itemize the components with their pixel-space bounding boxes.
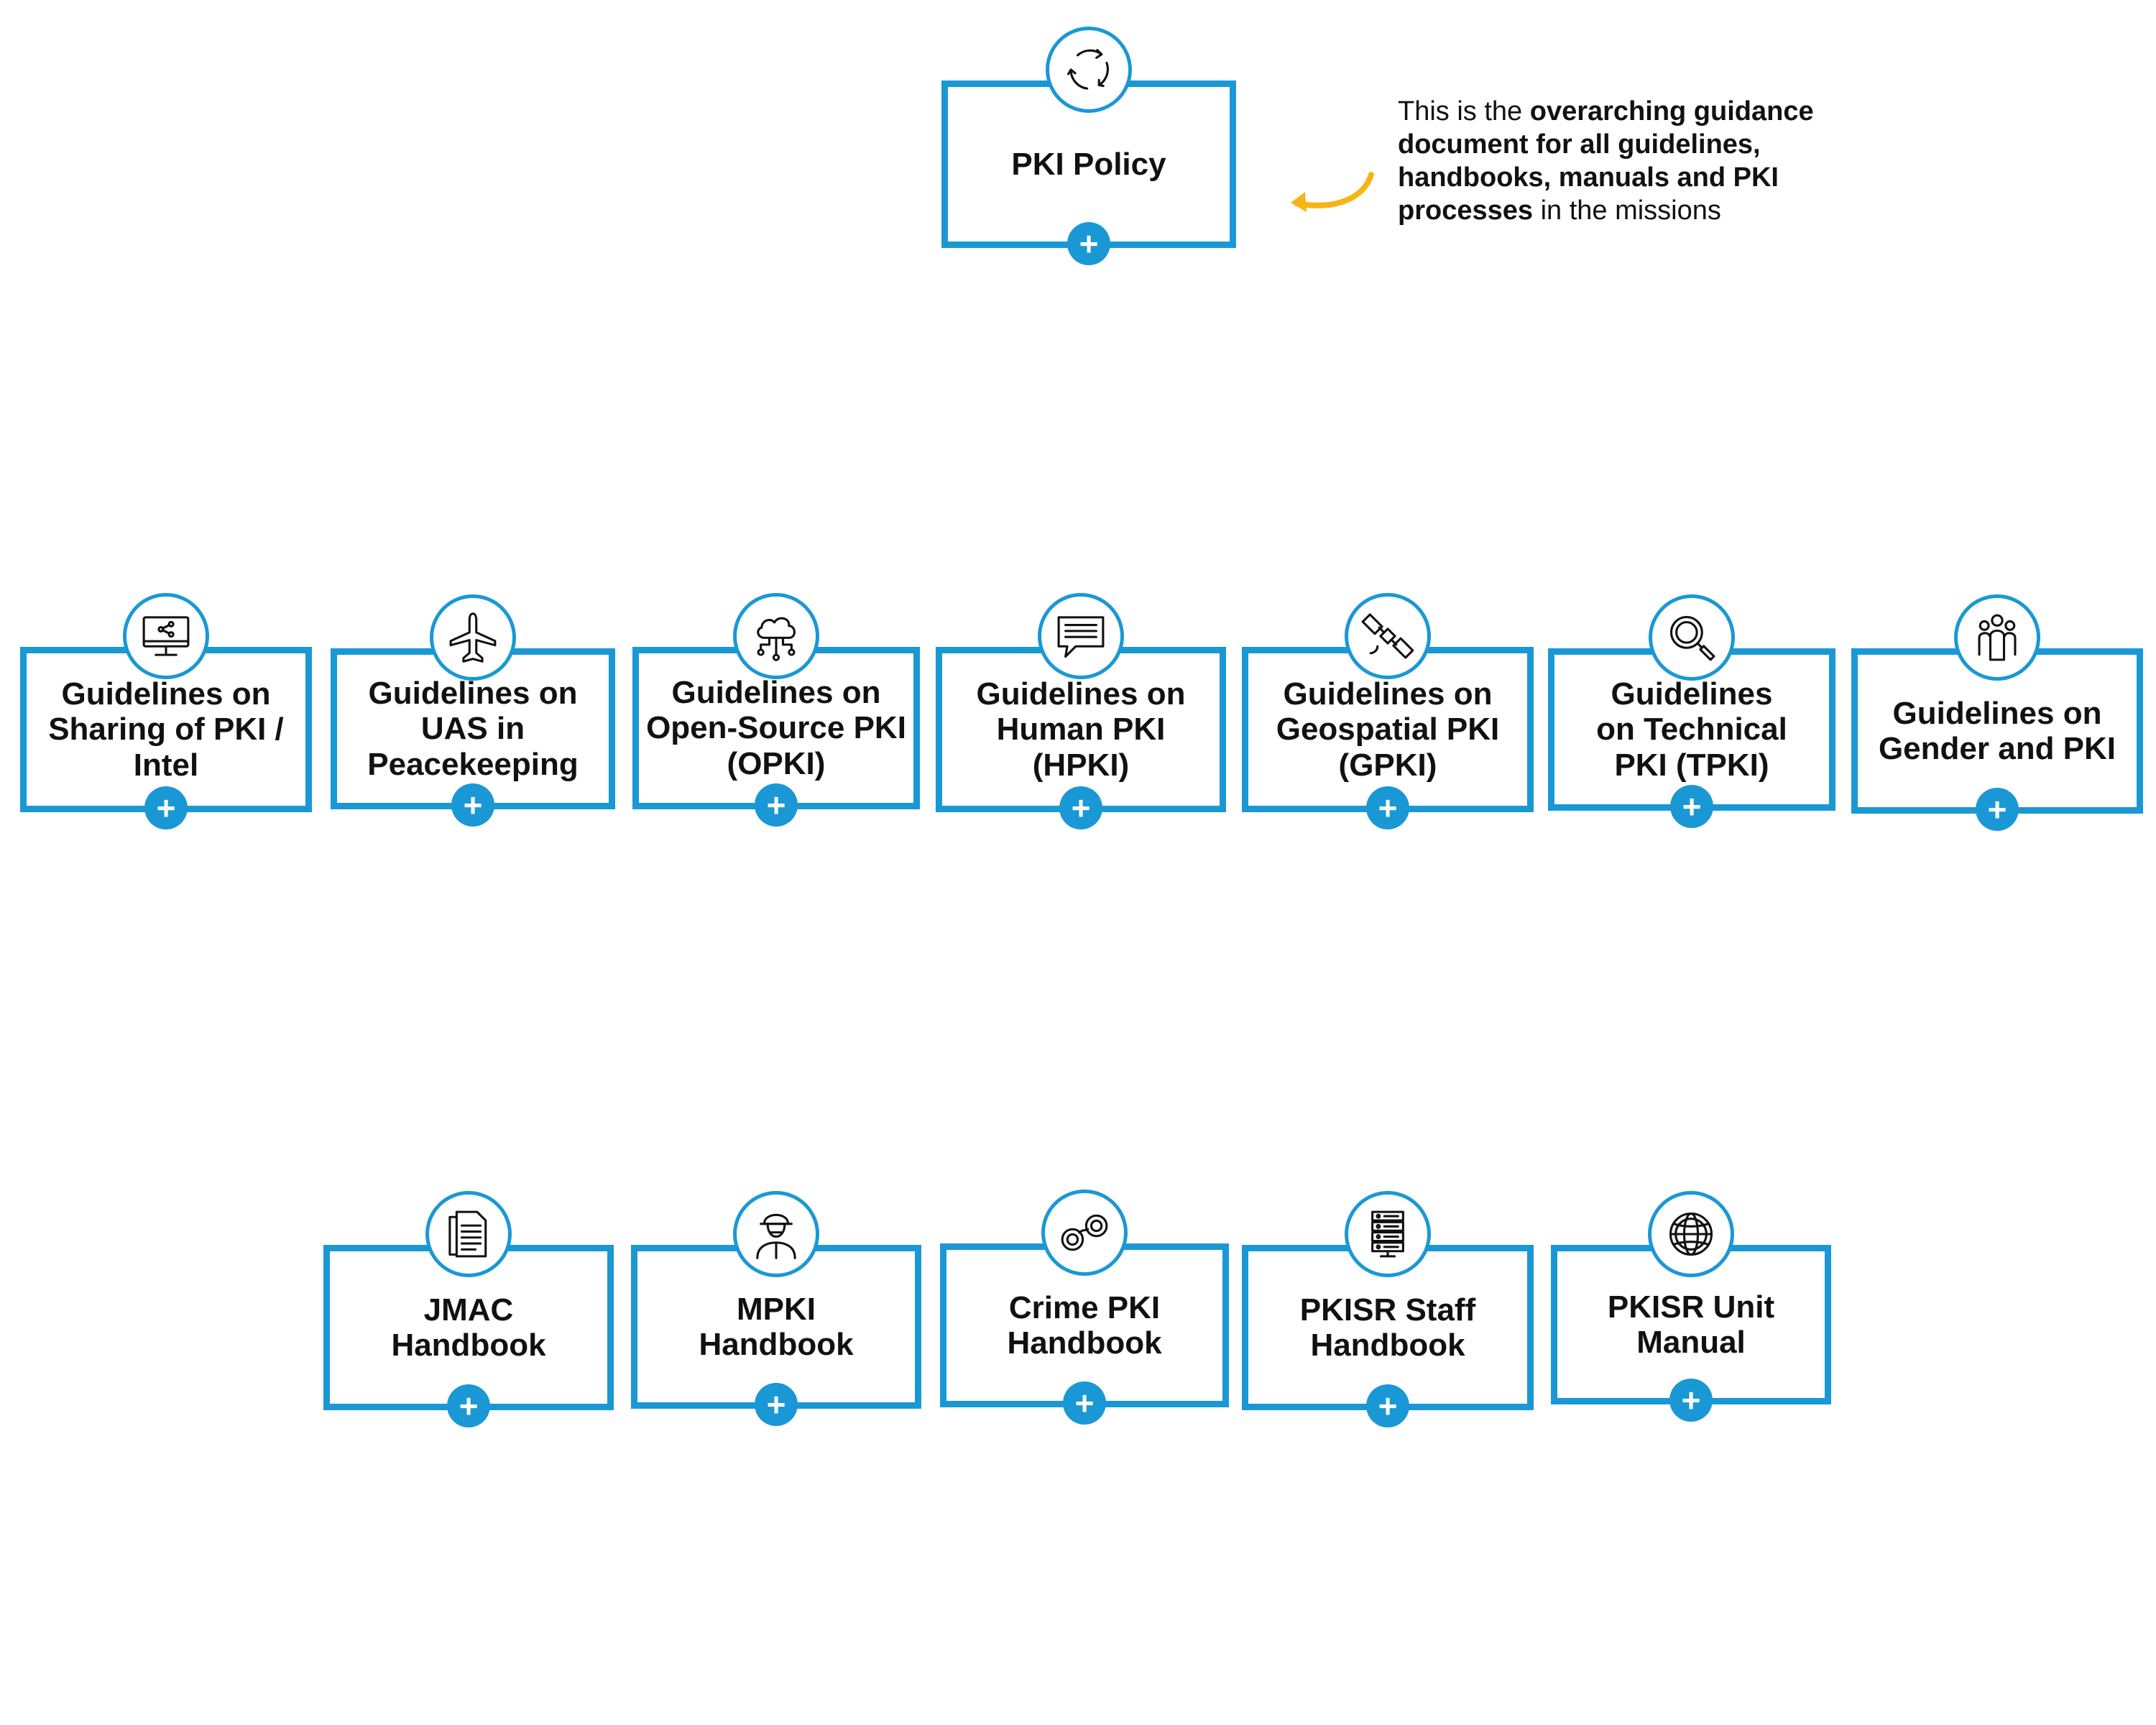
guideline-expand-button-opki[interactable]: + (755, 783, 798, 827)
guideline-label-sharing: Guidelines on Sharing of PKI / Intel (48, 676, 284, 783)
guideline-card-gender[interactable]: Guidelines on Gender and PKI + (1851, 594, 2143, 831)
guideline-expand-button-gpki[interactable]: + (1366, 786, 1409, 829)
guideline-label-hpki: Guidelines on Human PKI (HPKI) (976, 676, 1186, 783)
guideline-expand-button-uas[interactable]: + (451, 783, 494, 827)
handbook-label-pkisr-staff: PKISR Staff Handbook (1299, 1292, 1476, 1363)
guideline-expand-button-sharing[interactable]: + (144, 786, 188, 829)
handcuffs-icon (1041, 1190, 1128, 1276)
guideline-card-tpki[interactable]: Guidelines on Technical PKI (TPKI) + (1548, 594, 1835, 828)
guideline-expand-button-gender[interactable]: + (1976, 788, 2019, 831)
guideline-card-hpki[interactable]: Guidelines on Human PKI (HPKI) + (936, 593, 1226, 829)
people-group-icon (1954, 594, 2040, 681)
magnifier-icon (1649, 594, 1735, 681)
guideline-label-gpki: Guidelines on Geospatial PKI (GPKI) (1276, 676, 1500, 783)
handbook-card-crime[interactable]: Crime PKI Handbook + (940, 1190, 1229, 1425)
soldier-icon (733, 1191, 819, 1277)
guideline-label-uas: Guidelines on UAS in Peacekeeping (367, 676, 579, 782)
handbook-card-mpki[interactable]: MPKI Handbook + (631, 1191, 921, 1426)
globe-icon (1648, 1191, 1734, 1277)
guideline-expand-button-tpki[interactable]: + (1670, 785, 1713, 828)
policy-expand-button[interactable]: + (1067, 222, 1110, 265)
annotation-arrow (1291, 172, 1374, 212)
chat-bubble-icon (1038, 593, 1124, 679)
guideline-expand-button-hpki[interactable]: + (1059, 786, 1102, 829)
note-text-2: in the missions (1533, 196, 1721, 226)
server-rack-icon (1345, 1191, 1431, 1277)
handbook-expand-button-jmac[interactable]: + (447, 1384, 490, 1427)
handbook-expand-button-crime[interactable]: + (1063, 1381, 1106, 1425)
satellite-icon (1345, 593, 1431, 679)
airplane-icon (430, 594, 516, 681)
guideline-label-gender: Guidelines on Gender and PKI (1878, 695, 2116, 766)
handbook-label-pkisr-unit: PKISR Unit Manual (1607, 1289, 1775, 1360)
handbook-expand-button-pkisr-staff[interactable]: + (1366, 1384, 1409, 1427)
cloud-network-icon (733, 593, 819, 679)
guideline-card-gpki[interactable]: Guidelines on Geospatial PKI (GPKI) + (1242, 593, 1534, 829)
note-text-1: This is the (1398, 96, 1530, 126)
handbook-expand-button-pkisr-unit[interactable]: + (1669, 1379, 1713, 1422)
refresh-cycle-icon (1046, 27, 1132, 113)
monitor-network-icon (123, 593, 209, 679)
documents-icon (425, 1191, 512, 1277)
handbook-card-jmac[interactable]: JMAC Handbook + (323, 1191, 614, 1427)
handbook-label-jmac: JMAC Handbook (391, 1292, 546, 1363)
handbook-card-pkisr-staff[interactable]: PKISR Staff Handbook + (1242, 1191, 1534, 1427)
guideline-card-uas[interactable]: Guidelines on UAS in Peacekeeping + (331, 594, 615, 827)
handbook-expand-button-mpki[interactable]: + (755, 1383, 798, 1426)
handbook-label-mpki: MPKI Handbook (699, 1291, 854, 1362)
handbook-label-crime: Crime PKI Handbook (1007, 1289, 1162, 1361)
policy-label: PKI Policy (1011, 146, 1166, 182)
guideline-label-opki: Guidelines on Open-Source PKI (OPKI) (646, 675, 906, 781)
policy-annotation: This is the overarching guidance documen… (1398, 95, 1901, 227)
guideline-label-tpki: Guidelines on Technical PKI (TPKI) (1596, 676, 1787, 783)
policy-card[interactable]: PKI Policy + (941, 27, 1236, 265)
note-text-bold: overarching guidance document for all gu… (1398, 96, 1814, 226)
handbook-card-pkisr-unit[interactable]: PKISR Unit Manual + (1551, 1191, 1831, 1422)
guideline-card-opki[interactable]: Guidelines on Open-Source PKI (OPKI) + (632, 593, 920, 827)
guideline-card-sharing[interactable]: Guidelines on Sharing of PKI / Intel + (20, 593, 312, 829)
